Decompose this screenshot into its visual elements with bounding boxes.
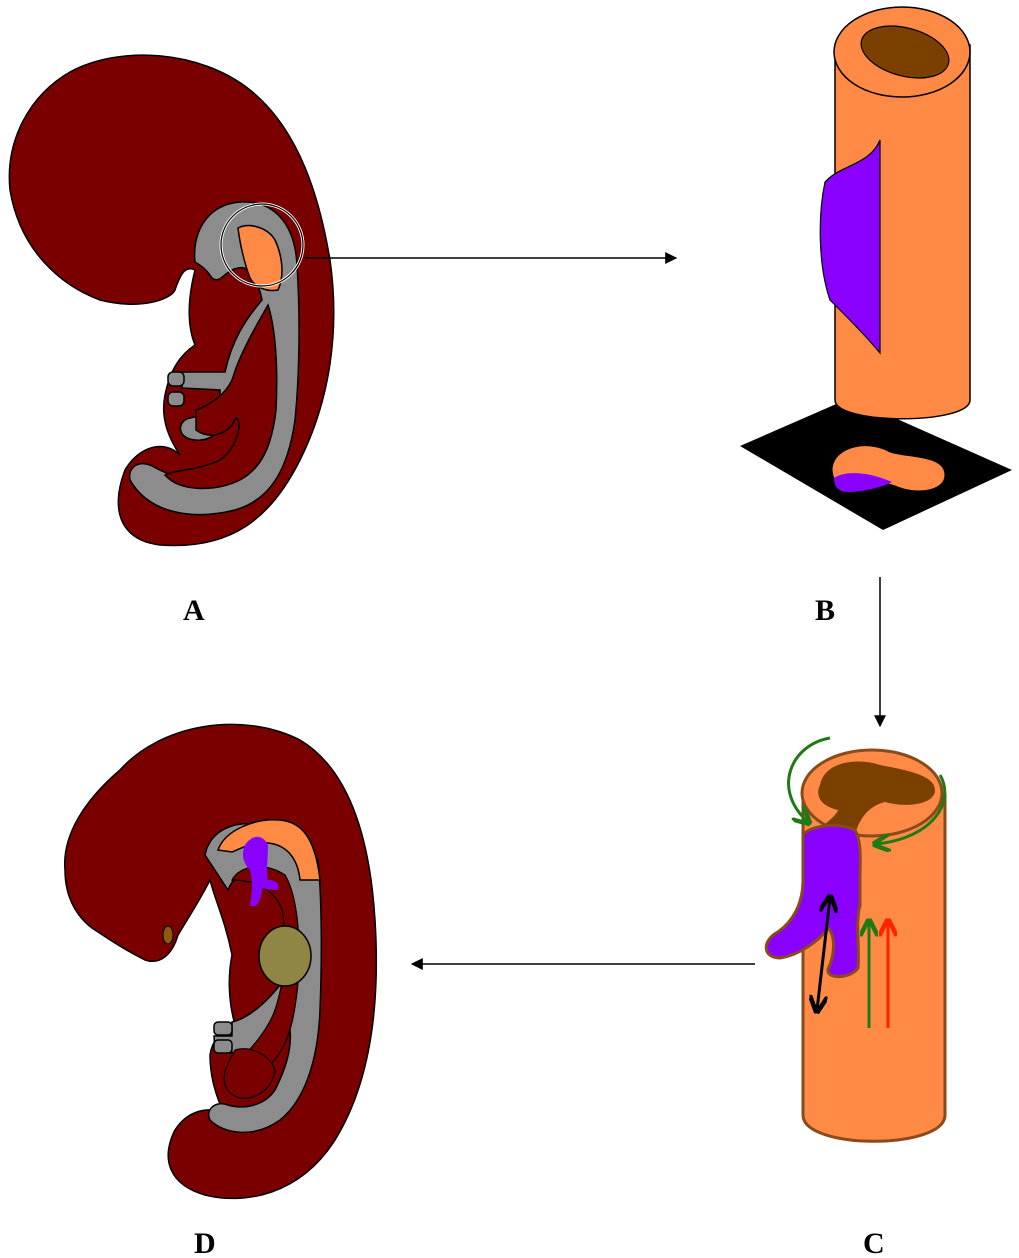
embryo-a: [9, 55, 333, 545]
tube-c: [766, 738, 945, 1141]
label-c: C: [863, 1227, 885, 1258]
tube-b-outgrowth: [820, 140, 880, 353]
label-d: D: [194, 1227, 216, 1258]
embryo-d: [65, 724, 377, 1198]
tube-b: [740, 7, 1012, 530]
label-a: A: [183, 594, 205, 627]
label-b: B: [815, 594, 835, 627]
embryo-d-eye: [163, 926, 173, 944]
embryo-d-organ-rudiment: [259, 926, 311, 986]
